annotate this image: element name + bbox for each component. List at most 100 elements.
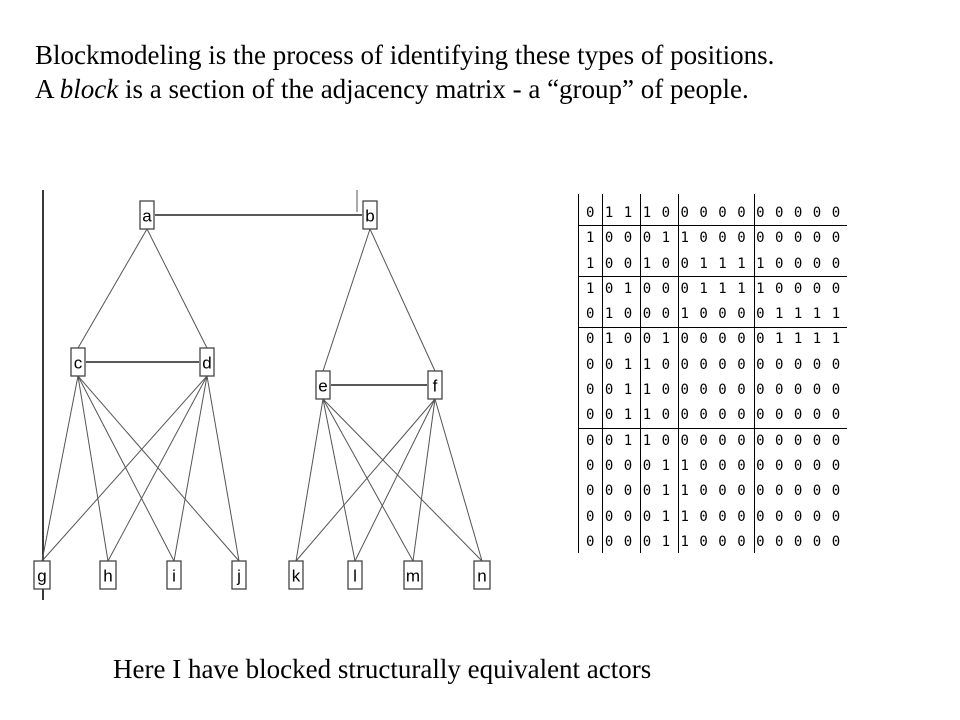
matrix-cell: 0 <box>718 457 727 474</box>
matrix-cell: 0 <box>661 432 671 449</box>
matrix-cell: 0 <box>604 280 614 297</box>
matrix-cell: 0 <box>775 483 784 500</box>
matrix-cell: 1 <box>623 382 633 399</box>
matrix-cell: 0 <box>793 457 803 474</box>
matrix-cell: 0 <box>756 382 765 399</box>
matrix-cell: 0 <box>661 382 671 399</box>
edge-d-j <box>206 375 240 562</box>
matrix-cell: 0 <box>812 280 822 297</box>
matrix-cell: 0 <box>718 230 727 247</box>
matrix-cell: 1 <box>661 483 671 500</box>
node-label-j: j <box>236 567 241 586</box>
matrix-cell: 0 <box>718 407 727 424</box>
block-divider-vertical <box>602 194 604 554</box>
matrix-cell: 1 <box>623 280 633 297</box>
matrix-cell: 1 <box>661 457 671 474</box>
matrix-cell: 0 <box>756 331 765 348</box>
matrix-cell: 0 <box>775 382 784 399</box>
matrix-cell: 0 <box>586 306 595 323</box>
node-l: l <box>347 560 363 590</box>
matrix-cell: 0 <box>699 382 708 399</box>
node-m: m <box>403 560 423 590</box>
matrix-cell: 1 <box>586 255 595 272</box>
matrix-cell: 0 <box>661 205 671 221</box>
matrix-cell: 1 <box>604 306 614 323</box>
matrix-cell: 0 <box>737 432 746 449</box>
matrix-cell: 0 <box>586 407 595 424</box>
node-n: n <box>473 560 491 590</box>
matrix-cell: 0 <box>604 457 614 474</box>
matrix-cell: 0 <box>680 432 689 449</box>
matrix-cell: 0 <box>812 508 822 525</box>
matrix-cell: 1 <box>680 230 689 247</box>
matrix-cell: 0 <box>812 255 822 272</box>
heading-line-2-suffix: is a section of the adjacency matrix - a… <box>118 74 749 104</box>
matrix-cell: 0 <box>642 533 652 550</box>
matrix-cell: 1 <box>718 255 727 272</box>
matrix-cell: 0 <box>699 331 708 348</box>
matrix-cell: 0 <box>661 280 671 297</box>
edge-f-m <box>412 398 436 562</box>
matrix-cell: 0 <box>604 407 614 424</box>
matrix-cell: 0 <box>586 432 595 449</box>
node-box-k <box>288 560 304 590</box>
matrix-cell: 1 <box>642 382 652 399</box>
node-c: c <box>70 347 86 377</box>
matrix-cell: 0 <box>718 306 727 323</box>
matrix-cell: 0 <box>831 407 841 424</box>
matrix-cell: 0 <box>642 508 652 525</box>
node-j: j <box>231 560 247 590</box>
node-box-a <box>139 200 155 230</box>
matrix-cell: 0 <box>699 483 708 500</box>
matrix-cell: 0 <box>793 508 803 525</box>
heading-line-1: Blockmodeling is the process of identify… <box>35 40 775 70</box>
matrix-cell: 0 <box>812 382 822 399</box>
matrix-cell: 0 <box>756 533 765 550</box>
matrix-cell: 0 <box>604 356 614 373</box>
matrix-cell: 1 <box>661 508 671 525</box>
matrix-cell: 0 <box>586 205 595 221</box>
matrix-cell: 1 <box>680 306 689 323</box>
matrix-cell: 0 <box>831 255 841 272</box>
matrix-cell: 0 <box>775 457 784 474</box>
matrix-cell: 0 <box>642 457 652 474</box>
caption: Here I have blocked structurally equival… <box>113 654 652 684</box>
matrix-cell: 0 <box>604 230 614 247</box>
node-label-h: h <box>103 567 112 586</box>
node-label-f: f <box>433 377 438 396</box>
edge-d-h <box>107 375 208 562</box>
block-divider-horizontal <box>578 275 847 277</box>
node-h: h <box>99 560 117 590</box>
matrix-cell: 0 <box>718 382 727 399</box>
matrix-cell: 0 <box>775 407 784 424</box>
matrix-cell: 0 <box>604 382 614 399</box>
matrix-cell: 0 <box>793 483 803 500</box>
matrix-cell: 0 <box>756 508 765 525</box>
matrix-cell: 0 <box>642 230 652 247</box>
node-label-m: m <box>406 567 420 586</box>
matrix-cell: 1 <box>737 280 746 297</box>
matrix-cell: 0 <box>737 508 746 525</box>
matrix-cell: 0 <box>775 508 784 525</box>
matrix-cell: 0 <box>661 356 671 373</box>
matrix-cell: 1 <box>737 255 746 272</box>
matrix-cell: 0 <box>737 306 746 323</box>
matrix-cell: 0 <box>604 255 614 272</box>
matrix-cell: 1 <box>699 280 708 297</box>
matrix-cell: 0 <box>642 331 652 348</box>
node-box-f <box>427 370 443 400</box>
matrix-cell: 1 <box>812 306 822 323</box>
matrix-cell: 1 <box>661 331 671 348</box>
node-d: d <box>199 347 215 377</box>
matrix-cell: 1 <box>793 306 803 323</box>
matrix-cell: 0 <box>793 407 803 424</box>
block-divider-vertical <box>753 194 755 554</box>
matrix-cell: 1 <box>623 407 633 424</box>
matrix-cell: 0 <box>718 331 727 348</box>
node-box-n <box>473 560 491 590</box>
matrix-cell: 0 <box>699 356 708 373</box>
node-box-i <box>166 560 182 590</box>
matrix-cell: 0 <box>718 205 727 221</box>
matrix-cell: 1 <box>642 205 652 221</box>
matrix-cell: 1 <box>680 533 689 550</box>
